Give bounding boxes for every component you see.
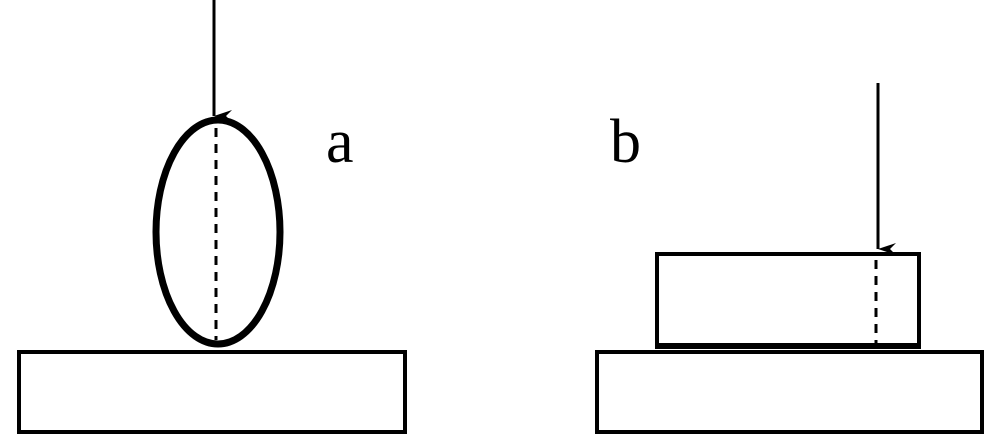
label-b: b — [610, 108, 641, 176]
base-plate-b — [595, 350, 984, 434]
label-a: a — [326, 108, 354, 176]
flat-block — [655, 252, 921, 349]
panel-b: b — [595, 83, 984, 434]
base-plate-a — [17, 350, 407, 434]
ellipse-body — [152, 116, 284, 348]
panel-a: a — [17, 0, 407, 434]
